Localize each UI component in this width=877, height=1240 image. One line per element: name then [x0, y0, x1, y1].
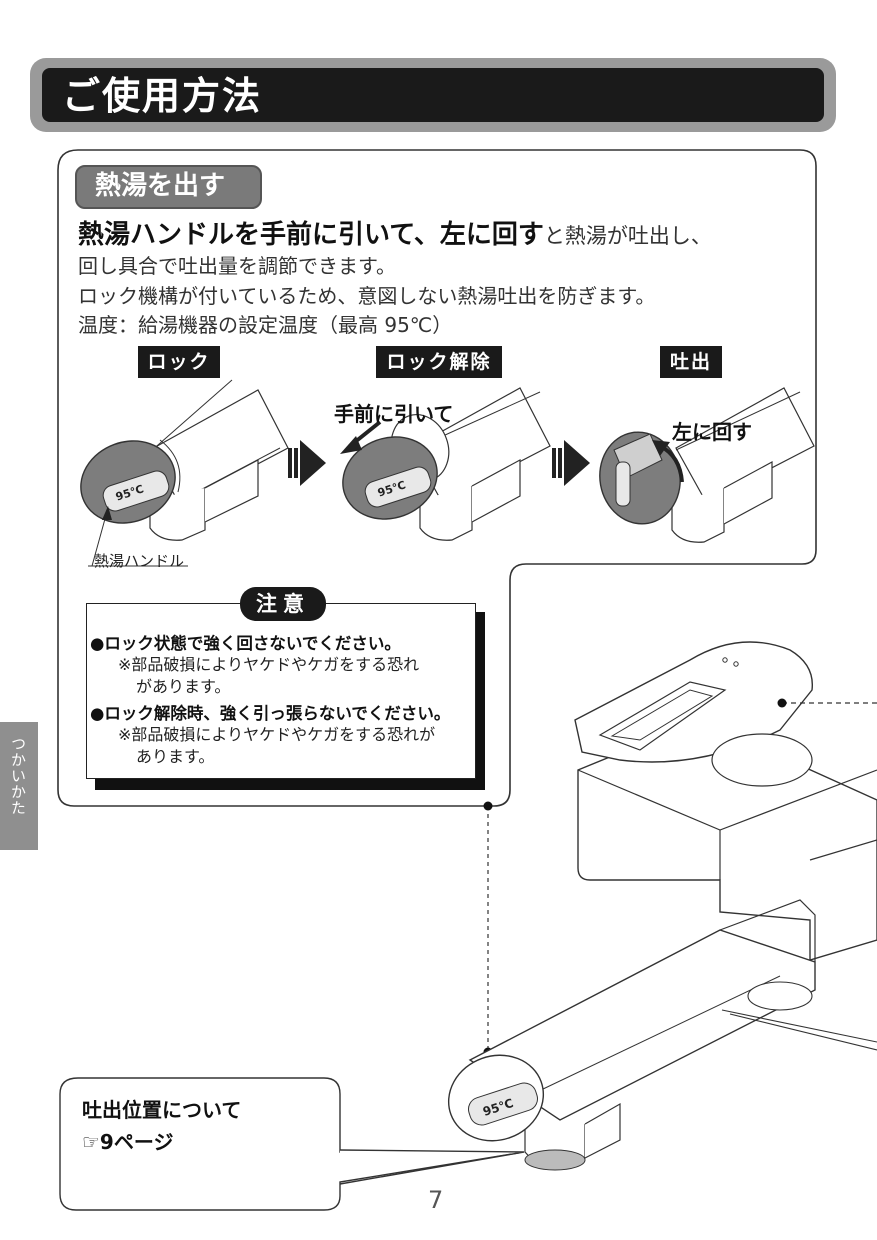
lead-bold: 熱湯ハンドルを手前に引いて、左に回す — [78, 220, 544, 250]
faucet-main-illustration — [447, 641, 877, 1171]
side-index-tab[interactable] — [0, 722, 38, 850]
section-title: 熱湯を出す — [95, 171, 226, 201]
caution-item-1-note: ※部品破損によりヤケドやケガをする恐れ — [118, 655, 420, 674]
caution-item-1: ●ロック状態で強く回さないでください。 — [90, 634, 401, 653]
caution-box — [86, 603, 476, 779]
description-line-3: 温度：給湯機器の設定温度（最高 95℃） — [78, 313, 453, 337]
step-label-lock: ロック — [138, 346, 220, 378]
step-label-dispense: 吐出 — [660, 346, 722, 378]
position-note-box — [59, 1077, 525, 1211]
faucet-locked-illustration — [80, 379, 289, 567]
caution-item-2: ●ロック解除時、強く引っ張らないでください。 — [90, 704, 451, 723]
faucet-unlocked-illustration — [340, 387, 551, 541]
hot-water-handle-label: 熱湯ハンドル — [94, 552, 185, 570]
lead-rest: と熱湯が吐出し、 — [543, 224, 712, 248]
faucet-dispense-illustration — [599, 387, 815, 543]
position-note-title: 吐出位置について — [82, 1098, 242, 1122]
description-line-1: 回し具合で吐出量を調節できます。 — [78, 254, 396, 278]
caution-item-2-note-cont: あります。 — [136, 747, 215, 766]
step-arrow-1 — [288, 440, 326, 486]
description-line-2: ロック機構が付いているため、意図しない熱湯吐出を防ぎます。 — [78, 284, 656, 308]
lead-line: 熱湯ハンドルを手前に引いて、左に回すと熱湯が吐出し、 — [78, 214, 712, 251]
page-number: 7 — [428, 1186, 444, 1214]
page-title: ご使用方法 — [62, 74, 263, 118]
caution-item-2-note: ※部品破損によりヤケドやケガをする恐れが — [118, 725, 436, 744]
section-frame — [57, 149, 817, 807]
caution-item-1-note-cont: があります。 — [136, 677, 231, 696]
position-note-page-link[interactable]: ☞9ページ — [82, 1130, 174, 1154]
callout-turn-left: 左に回す — [672, 420, 752, 444]
header-bar — [42, 68, 824, 122]
side-index-label: つかいかた — [9, 736, 27, 816]
caution-title: 注意 — [240, 587, 326, 621]
step-label-unlock: ロック解除 — [376, 346, 502, 378]
step-arrow-2 — [552, 440, 590, 486]
callout-pull: 手前に引いて — [334, 402, 454, 426]
section-pill — [75, 165, 262, 209]
